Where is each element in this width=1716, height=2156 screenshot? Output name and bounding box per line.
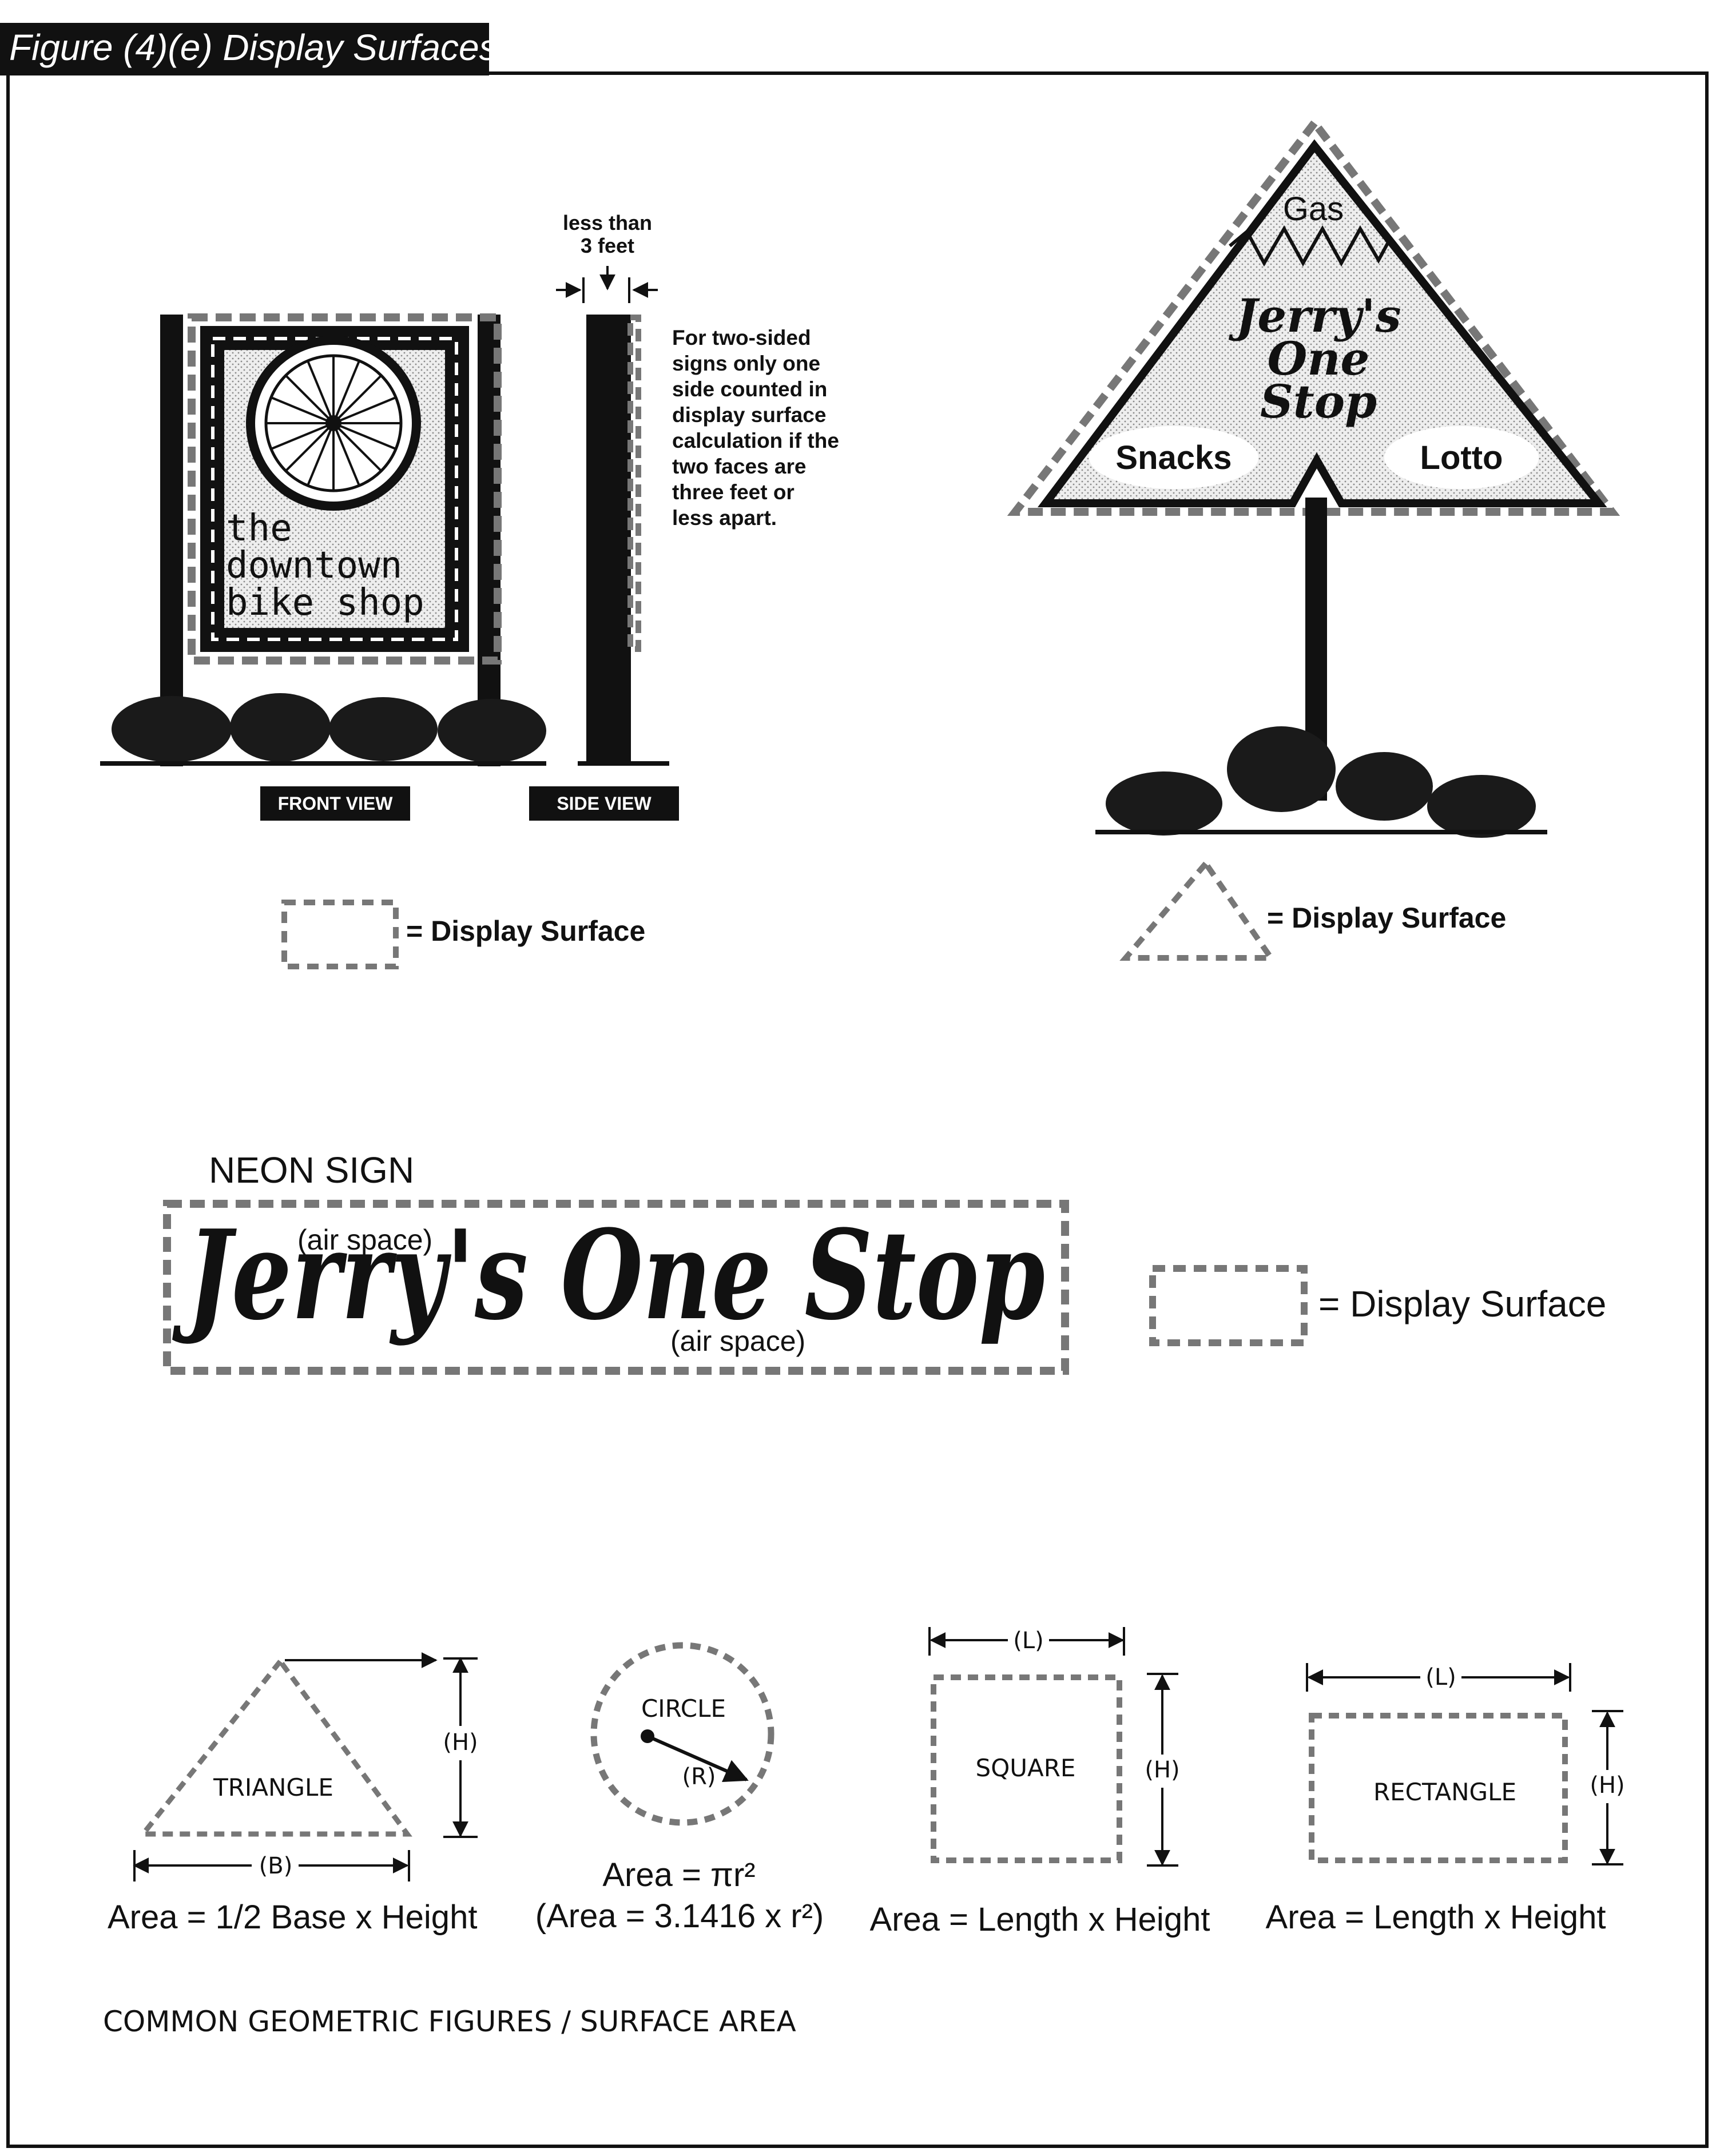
gas-station-sign: Gas Jerry's One Stop Snacks Lotto [1007, 116, 1620, 838]
rectangle-outline [1309, 1713, 1568, 1863]
rect-display-surface-legend: = Display Surface [281, 900, 645, 969]
square-figure: SQUARE (L) (H) Area = Length x Height [870, 1626, 1210, 1938]
neon-display-surface-legend: = Display Surface [1149, 1265, 1606, 1346]
triangle-height-label: (H) [443, 1729, 478, 1756]
triangle-formula: Area = 1/2 Base x Height [108, 1899, 477, 1936]
square-height-label-bg [1141, 1755, 1183, 1788]
triangle-height-label-bg [440, 1726, 480, 1760]
note-line-3: side counted in [672, 377, 827, 401]
neon-sign: NEON SIGN Jerry's One Stop (air space) (… [163, 1149, 1069, 1375]
triangle-base-label: (B) [259, 1853, 293, 1879]
bike-legend-label: = Display Surface [406, 915, 645, 947]
gap-label-1: less than [563, 211, 652, 234]
figure-title-tab: Figure (4)(e) Display Surfaces [0, 23, 498, 75]
circle-label: CIRCLE [641, 1694, 726, 1723]
triangle-outline [137, 1657, 412, 1837]
square-length-label: (L) [1013, 1628, 1044, 1654]
bike-sign-line-1: the [226, 507, 292, 550]
snacks-label: Snacks [1115, 439, 1232, 476]
circle-figure: CIRCLE (R) Area = πr² (Area = 3.1416 x r… [535, 1642, 824, 1935]
legend-rect-swatch [281, 900, 399, 969]
gas-legend-label: = Display Surface [1267, 902, 1506, 934]
lotto-oval [1384, 426, 1539, 489]
rectangle-label: RECTANGLE [1373, 1778, 1516, 1806]
gas-name-line-2: One [1268, 332, 1370, 385]
gap-label-2: 3 feet [581, 234, 634, 257]
bike-shop-sign-side: less than 3 feet SIDE VIEW [529, 211, 679, 821]
side-profile [586, 315, 631, 763]
front-view-label: FRONT VIEW [278, 793, 394, 814]
triangle-label: TRIANGLE [213, 1773, 333, 1801]
display-surface-outline [188, 313, 502, 665]
bike-sign-line-3: bike shop [226, 582, 424, 624]
triangle-display-surface-legend: = Display Surface [1119, 858, 1506, 961]
note-line-8: less apart. [672, 506, 777, 530]
neon-display-outline [163, 1200, 1069, 1375]
note-line-1: For two-sided [672, 326, 811, 349]
side-view-tag [529, 786, 679, 821]
gas-landscape-rocks [1106, 726, 1536, 838]
rectangle-length-label-bg [1420, 1662, 1461, 1691]
note-line-2: signs only one [672, 352, 820, 375]
gas-name-line-1: Jerry's [1228, 289, 1401, 343]
neon-heading: NEON SIGN [209, 1149, 414, 1191]
note-line-7: three feet or [672, 480, 795, 504]
note-line-4: display surface [672, 403, 826, 427]
air-space-top: (air space) [297, 1224, 432, 1256]
zigzag-divider [1229, 225, 1392, 267]
square-label: SQUARE [976, 1754, 1076, 1782]
side-display-edge [627, 315, 641, 652]
square-outline [931, 1674, 1122, 1863]
rectangle-formula: Area = Length x Height [1266, 1899, 1606, 1936]
gas-label: Gas [1283, 190, 1344, 228]
rectangle-length-label: (L) [1425, 1664, 1456, 1690]
circle-radius-arrow [646, 1735, 749, 1783]
landscape-rocks [112, 693, 546, 763]
legend-neon-swatch [1149, 1265, 1308, 1346]
geometric-figures-caption: COMMON GEOMETRIC FIGURES / SURFACE AREA [103, 2005, 796, 2038]
figure-frame [6, 71, 1709, 2148]
neon-script-text: Jerry's One Stop [172, 1203, 1045, 1347]
circle-outline [590, 1642, 774, 1826]
two-sided-note: For two-sided signs only one side counte… [672, 326, 839, 530]
front-view-tag [260, 786, 410, 821]
gas-name-line-3: Stop [1260, 375, 1377, 428]
bike-shop-sign-front: the downtown bike shop FRONT VIEW [100, 313, 546, 821]
sign-face-trim [211, 337, 458, 641]
air-space-bottom: (air space) [670, 1325, 805, 1357]
triangle-base-label-bg [252, 1850, 299, 1880]
figure-title: Figure (4)(e) Display Surfaces [9, 27, 498, 68]
circle-formula: Area = πr² [602, 1856, 755, 1894]
note-line-5: calculation if the [672, 429, 839, 452]
note-line-6: two faces are [672, 455, 806, 478]
snacks-oval [1089, 426, 1258, 489]
square-height-label: (H) [1145, 1757, 1179, 1783]
neon-legend-label: = Display Surface [1318, 1283, 1606, 1324]
bike-sign-line-2: downtown [226, 544, 402, 587]
circle-radius-label: (R) [682, 1764, 716, 1790]
rectangle-height-label: (H) [1590, 1772, 1624, 1799]
legend-triangle-swatch [1119, 858, 1277, 961]
triangle-figure: TRIANGLE (H) (B) Area = 1/2 Base x Heigh… [108, 1652, 480, 1936]
square-length-label-bg [1008, 1626, 1049, 1654]
rectangle-figure: RECTANGLE (L) (H) Area = Length x Height [1266, 1662, 1628, 1936]
bicycle-wheel-icon [246, 336, 421, 511]
triangle-sign-face [1037, 139, 1607, 507]
square-formula: Area = Length x Height [870, 1901, 1210, 1938]
side-view-label: SIDE VIEW [557, 793, 652, 814]
rectangle-height-label-bg [1586, 1770, 1628, 1803]
lotto-label: Lotto [1420, 439, 1503, 476]
left-post [160, 315, 183, 766]
circle-formula-expanded: (Area = 3.1416 x r²) [535, 1898, 824, 1935]
